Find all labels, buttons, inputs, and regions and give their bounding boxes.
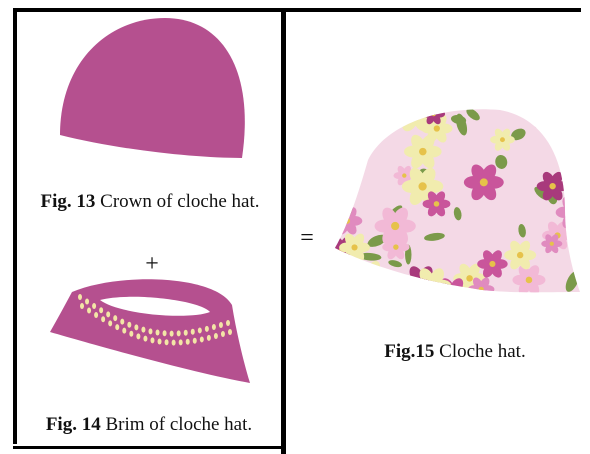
plus-symbol: + [132,252,172,276]
bottom-rule [13,446,286,449]
equals-symbol: = [292,226,322,250]
brim-figure-text: Brim of cloche hat. [105,414,252,435]
column-divider [281,8,286,454]
crown-figure-label: Fig. 13 [41,191,96,212]
hat-caption: Fig.15 Cloche hat. [345,340,565,364]
hat-figure-text: Cloche hat. [439,341,526,362]
crown-caption: Fig. 13 Crown of cloche hat. [24,190,276,214]
brim-caption: Fig. 14 Brim of cloche hat. [18,413,280,437]
crown-figure-text: Crown of cloche hat. [100,191,259,212]
brim-figure-label: Fig. 14 [46,414,101,435]
hat-figure-label: Fig.15 [384,341,434,362]
